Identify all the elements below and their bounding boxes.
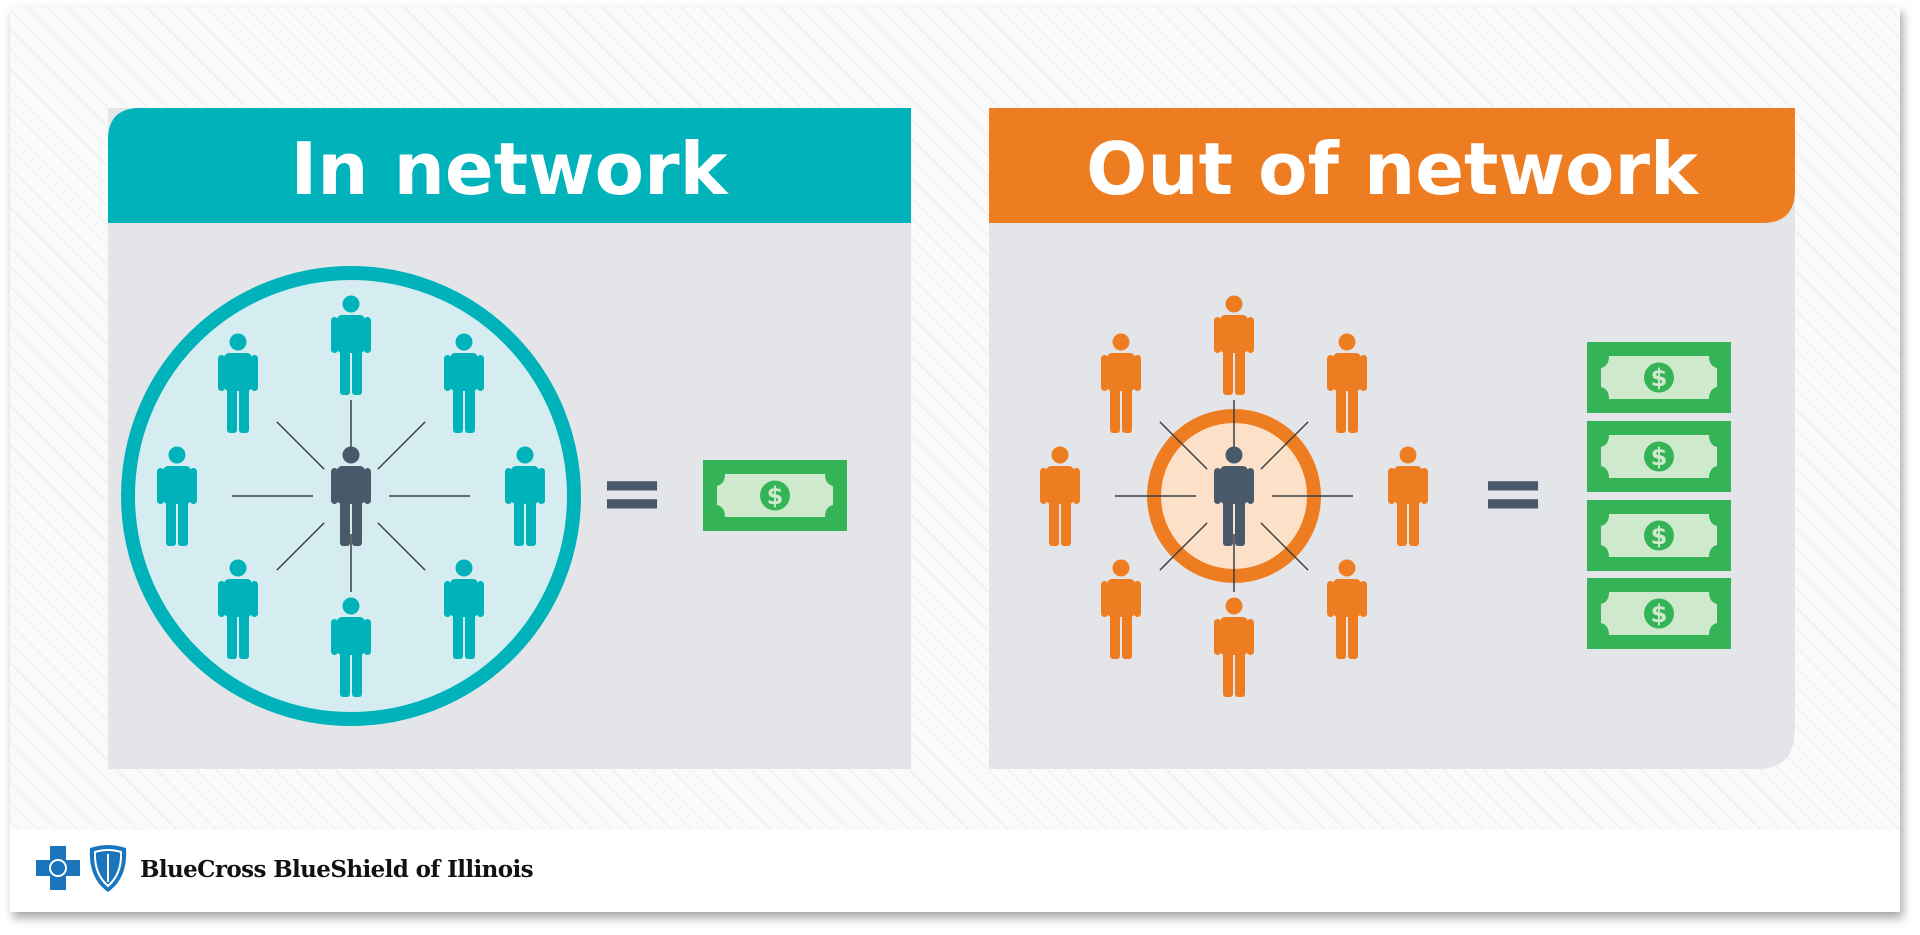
panel-header [108, 108, 911, 223]
in-network-panel: In network = $ [108, 108, 911, 769]
equals-sign: = [1479, 446, 1546, 539]
svg-text:$: $ [1651, 522, 1668, 550]
connection-line [276, 522, 325, 571]
svg-text:$: $ [1651, 443, 1668, 471]
connection-line [1159, 522, 1208, 571]
svg-text:$: $ [767, 482, 784, 510]
connection-line [1159, 421, 1208, 470]
panel-header [989, 108, 1795, 223]
out-of-network-panel: Out of network = $ $ $ $ [989, 108, 1795, 769]
bcbs-logo: BlueCross BlueShield of Illinois [36, 845, 534, 892]
dollar-bill-icon: $ [1587, 421, 1731, 492]
connection-line [377, 522, 426, 571]
connection-line [377, 421, 426, 470]
connection-line [276, 421, 325, 470]
equals-sign: = [598, 446, 665, 539]
dollar-bill-icon: $ [703, 460, 847, 531]
dollar-bill-icon: $ [1587, 578, 1731, 649]
svg-text:$: $ [1651, 364, 1668, 392]
connection-line [1260, 421, 1309, 470]
blue-shield-icon [89, 845, 127, 892]
panel-title: In network [291, 127, 730, 211]
dollar-bill-icon: $ [1587, 342, 1731, 413]
logo-text: BlueCross BlueShield of Illinois [140, 856, 533, 883]
connection-line [1260, 522, 1309, 571]
svg-text:$: $ [1651, 600, 1668, 628]
panel-title: Out of network [1086, 127, 1700, 211]
dollar-bill-icon: $ [1587, 500, 1731, 571]
blue-cross-icon [36, 846, 80, 890]
